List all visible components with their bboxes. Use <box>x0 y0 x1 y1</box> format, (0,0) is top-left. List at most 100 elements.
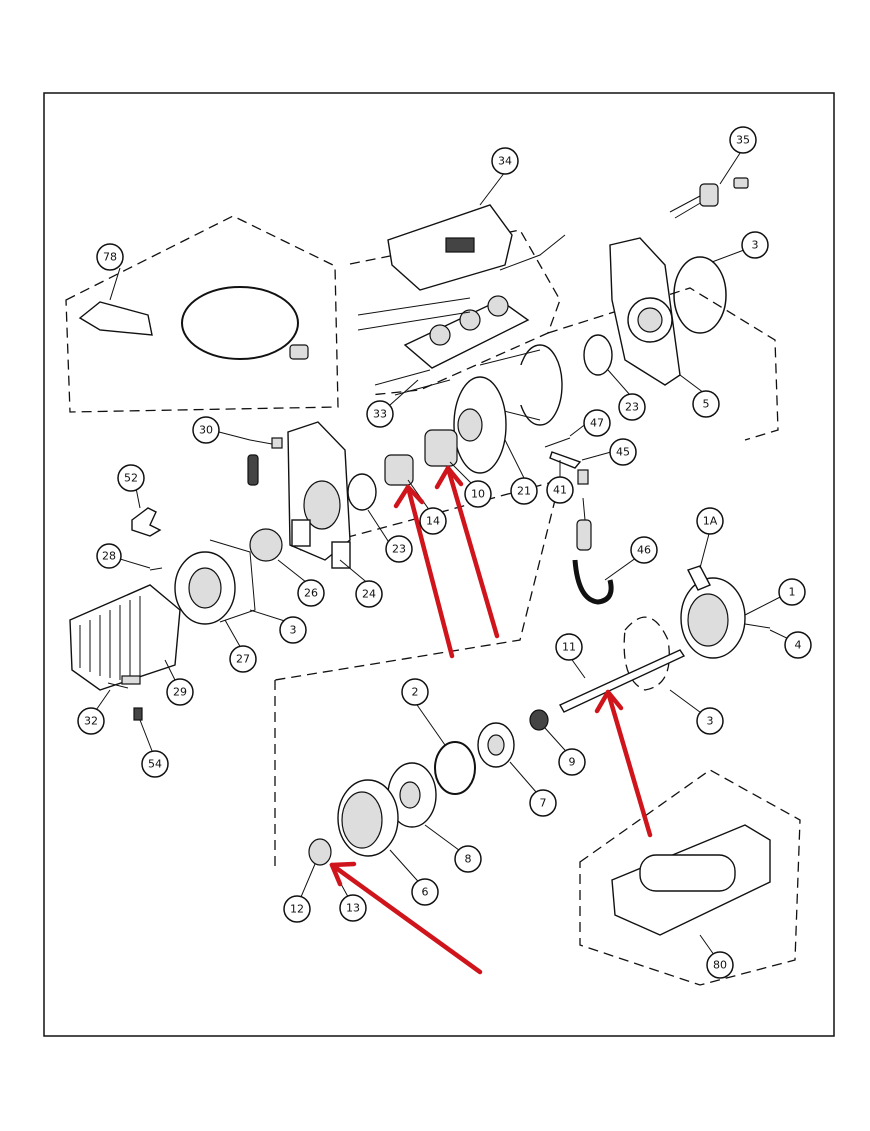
motor-housing-part <box>287 421 351 569</box>
remote-group-outline <box>65 215 339 413</box>
control-cover-part <box>387 204 513 291</box>
remote-control-part <box>78 286 309 360</box>
svg-text:32: 32 <box>84 715 98 728</box>
svg-text:27: 27 <box>236 653 250 666</box>
svg-text:45: 45 <box>616 446 630 459</box>
drum-part <box>453 344 563 474</box>
motor-strap-part <box>107 682 129 689</box>
svg-text:13: 13 <box>346 902 360 915</box>
svg-text:23: 23 <box>392 543 406 556</box>
svg-text:41: 41 <box>553 484 567 497</box>
svg-text:2: 2 <box>412 686 419 699</box>
svg-text:4: 4 <box>795 639 802 652</box>
svg-text:33: 33 <box>373 408 387 421</box>
gasket-part-middle <box>623 616 670 691</box>
svg-text:21: 21 <box>517 485 531 498</box>
svg-text:52: 52 <box>124 472 138 485</box>
red-arrow-2 <box>434 465 500 639</box>
callout-14: 14 <box>419 507 447 535</box>
sun-gear-part <box>308 838 332 866</box>
svg-text:9: 9 <box>569 756 576 769</box>
callout-1: 1 <box>778 578 806 606</box>
callout-29: 29 <box>166 678 194 706</box>
callout-12: 12 <box>283 895 311 923</box>
brush-plate-part <box>249 528 283 562</box>
red-arrow-4 <box>329 861 483 975</box>
callout-47: 47 <box>583 409 611 437</box>
ring-gear-part <box>337 779 399 857</box>
callout-8: 8 <box>454 845 482 873</box>
callout-52: 52 <box>117 464 145 492</box>
callout-2: 2 <box>401 678 429 706</box>
output-gear-part <box>477 722 515 768</box>
callout-3-mid-right: 3 <box>696 707 724 735</box>
callout-24: 24 <box>355 580 383 608</box>
red-arrow-3 <box>594 689 653 838</box>
callout-26: 26 <box>297 579 325 607</box>
gasket-part-top <box>673 256 727 334</box>
callout-3-mid-left: 3 <box>279 616 307 644</box>
svg-text:7: 7 <box>540 797 547 810</box>
callout-41: 41 <box>546 476 574 504</box>
callout-11: 11 <box>555 633 583 661</box>
gear-housing-part <box>680 565 771 659</box>
fairlead-part <box>611 824 771 936</box>
svg-text:30: 30 <box>199 424 213 437</box>
svg-text:6: 6 <box>422 886 429 899</box>
callout-5: 5 <box>692 390 720 418</box>
screw-part <box>149 567 163 571</box>
callout-7: 7 <box>529 789 557 817</box>
callout-35: 35 <box>729 126 757 154</box>
svg-text:35: 35 <box>736 134 750 147</box>
callout-4: 4 <box>784 631 812 659</box>
bolt-part <box>247 437 283 486</box>
svg-text:1: 1 <box>789 586 796 599</box>
bushing-part-top <box>583 334 613 376</box>
svg-text:3: 3 <box>707 715 714 728</box>
callout-30: 30 <box>192 416 220 444</box>
end-housing-part <box>609 237 681 386</box>
shaft-coupler-part <box>384 454 414 486</box>
bushing-part-lower <box>347 473 377 511</box>
svg-text:11: 11 <box>562 641 576 654</box>
svg-text:3: 3 <box>290 624 297 637</box>
callout-45: 45 <box>609 438 637 466</box>
clevis-part <box>131 507 162 537</box>
terminal-part <box>133 707 143 721</box>
callout-23-lower: 23 <box>385 535 413 563</box>
callout-32: 32 <box>77 707 105 735</box>
svg-text:1A: 1A <box>703 515 718 528</box>
callout-33: 33 <box>366 400 394 428</box>
drive-shaft-part <box>559 649 686 713</box>
clutch-lever-part <box>544 437 589 485</box>
callout-9: 9 <box>558 748 586 776</box>
callout-6: 6 <box>411 878 439 906</box>
brake-part <box>424 429 458 467</box>
callout-21: 21 <box>510 477 538 505</box>
svg-text:46: 46 <box>637 544 651 557</box>
callout-27: 27 <box>229 645 257 673</box>
svg-text:26: 26 <box>304 587 318 600</box>
callout-13: 13 <box>339 894 367 922</box>
svg-text:24: 24 <box>362 588 376 601</box>
hook-part <box>572 497 614 605</box>
svg-text:8: 8 <box>465 853 472 866</box>
svg-text:10: 10 <box>471 488 485 501</box>
thermal-switch-part <box>669 177 749 219</box>
svg-text:5: 5 <box>703 398 710 411</box>
red-arrow-1 <box>393 484 455 659</box>
svg-text:47: 47 <box>590 417 604 430</box>
svg-text:28: 28 <box>102 550 116 563</box>
callout-80: 80 <box>706 951 734 979</box>
callout-28: 28 <box>96 543 122 569</box>
callout-34: 34 <box>491 147 519 175</box>
brush-end-part <box>174 539 256 625</box>
svg-text:34: 34 <box>498 155 512 168</box>
callout-3-top: 3 <box>741 231 769 259</box>
callout-78: 78 <box>96 243 124 271</box>
svg-text:80: 80 <box>713 959 727 972</box>
svg-text:14: 14 <box>426 515 440 528</box>
diagram-frame <box>43 92 835 1037</box>
callout-46: 46 <box>630 536 658 564</box>
